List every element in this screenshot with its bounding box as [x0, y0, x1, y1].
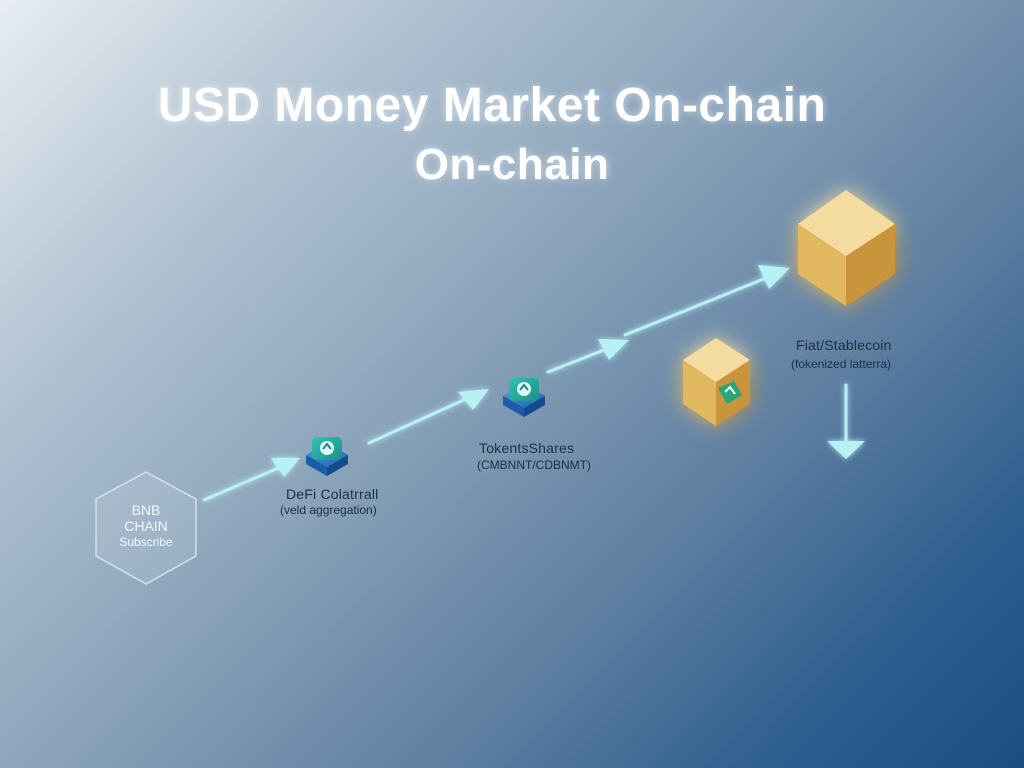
title-line-2: On-chain	[414, 140, 610, 189]
flow-arrow-1	[202, 458, 300, 502]
fiat-stablecoin-cube	[798, 190, 895, 306]
token-shares-label: TokentsShares	[479, 440, 575, 456]
title-line-1: USD Money Market On-chain	[157, 79, 827, 132]
tokenized-cube	[683, 338, 750, 426]
fiat-stablecoin-label: Fiat/Stablecoin	[796, 337, 892, 353]
bnb-label: BNB	[131, 502, 161, 518]
subscribe-label: Subscribe	[119, 535, 173, 549]
flow-arrow-3	[546, 339, 629, 374]
defi-collateral-sublabel: (veld aggregation)	[280, 503, 377, 517]
shares-token-icon	[503, 378, 545, 417]
defi-token-icon	[306, 437, 348, 476]
token-shares-sublabel: (CMBNNT/CDBNMT)	[477, 458, 591, 472]
defi-collateral-label: DeFi Colatrrall	[286, 486, 379, 502]
flow-arrow-2	[367, 389, 489, 445]
down-arrow	[827, 383, 865, 459]
fiat-stablecoin-sublabel: (fokenized latterra)	[791, 357, 892, 371]
bnb-chain-label: BNB CHAIN Subscribe	[96, 502, 196, 550]
bnb-chain-hex-node	[95, 471, 197, 585]
flow-arrow-4	[623, 265, 790, 337]
chain-label: CHAIN	[124, 518, 168, 534]
